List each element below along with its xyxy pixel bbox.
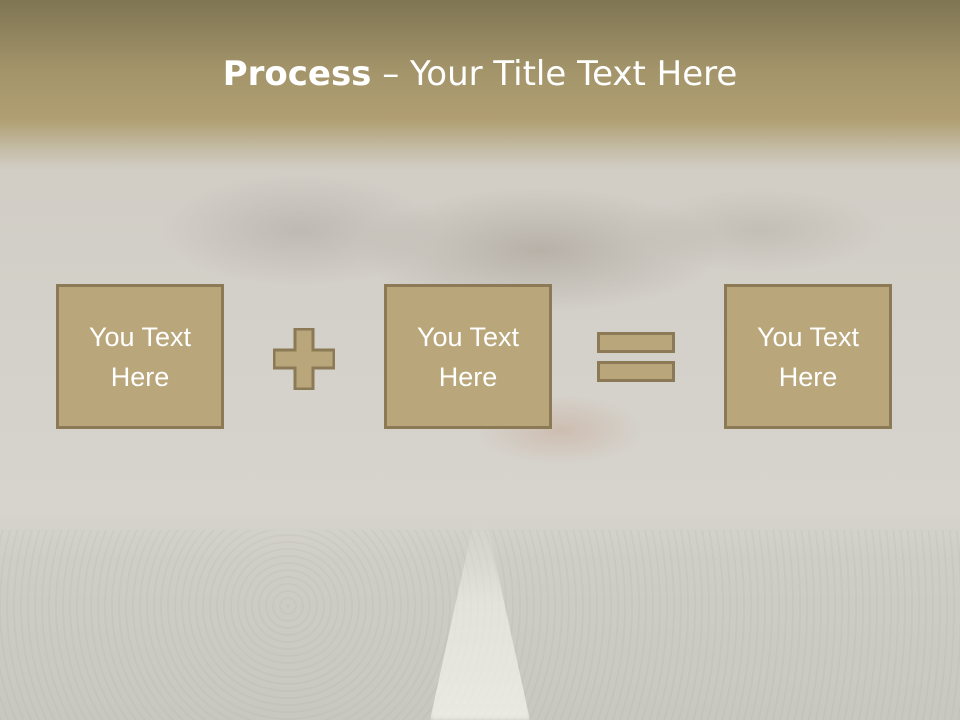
- equals-bar-top: [597, 332, 675, 353]
- box-1-line-1: You Text: [88, 321, 192, 352]
- title-bold-text: Process: [222, 54, 372, 94]
- box-2-line-2: Here: [438, 361, 498, 392]
- process-box-3[interactable]: You Text Here: [724, 284, 892, 429]
- process-box-2[interactable]: You Text Here: [384, 284, 552, 429]
- title-band: [0, 0, 960, 170]
- equals-icon: [597, 332, 677, 384]
- process-box-1[interactable]: You Text Here: [56, 284, 224, 429]
- equals-bar-bottom: [597, 361, 675, 382]
- slide-title[interactable]: Process – Your Title Text Here: [0, 52, 960, 96]
- title-rest-text: – Your Title Text Here: [371, 54, 738, 94]
- plus-icon: [273, 328, 335, 390]
- box-3-line-2: Here: [778, 361, 838, 392]
- box-1-line-2: Here: [110, 361, 170, 392]
- box-2-line-1: You Text: [416, 321, 520, 352]
- box-3-line-1: You Text: [756, 321, 860, 352]
